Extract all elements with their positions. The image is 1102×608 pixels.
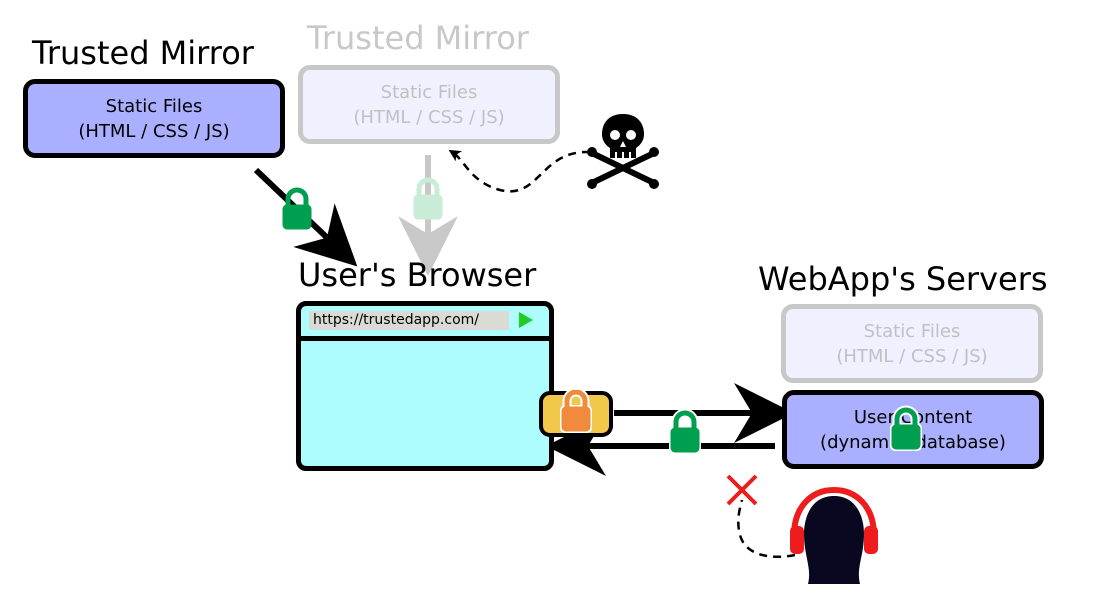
user-content-box: User Content (dynamic, database) xyxy=(782,390,1044,469)
trusted-mirror-static-files-box: Static Files (HTML / CSS / JS) xyxy=(23,79,285,158)
browser-window: https://trustedapp.com/ xyxy=(296,301,554,471)
static-files-types: (HTML / CSS / JS) xyxy=(353,106,505,128)
eavesdropper-headphones-icon xyxy=(790,486,878,584)
faded-trusted-mirror-static-files-box: Static Files (HTML / CSS / JS) xyxy=(298,65,560,144)
static-files-label: Static Files xyxy=(380,81,478,103)
static-files-label: Static Files xyxy=(863,320,961,342)
attacker-dashed-path xyxy=(448,149,591,193)
trusted-mirror-title: Trusted Mirror xyxy=(32,34,254,72)
https-lock-badge xyxy=(539,390,613,437)
url-field[interactable]: https://trustedapp.com/ xyxy=(309,311,509,330)
static-files-label: Static Files xyxy=(105,95,203,117)
users-browser-title: User's Browser xyxy=(298,256,537,294)
webapp-servers-title: WebApp's Servers xyxy=(758,260,1048,298)
server-static-files-box: Static Files (HTML / CSS / JS) xyxy=(781,304,1043,383)
static-files-types: (HTML / CSS / JS) xyxy=(836,345,988,367)
browser-address-bar: https://trustedapp.com/ xyxy=(301,306,549,341)
eavesdropper-dashed-path xyxy=(737,499,796,559)
lock-icon xyxy=(283,190,311,229)
lock-icon xyxy=(560,390,592,433)
lock-icon xyxy=(669,408,701,454)
skull-crossbones-icon xyxy=(587,114,659,189)
go-arrow-icon[interactable] xyxy=(519,312,533,328)
faded-trusted-mirror-title: Trusted Mirror xyxy=(307,19,529,57)
lock-icon xyxy=(890,405,922,451)
red-x-icon xyxy=(726,474,758,506)
static-files-types: (HTML / CSS / JS) xyxy=(78,120,230,142)
